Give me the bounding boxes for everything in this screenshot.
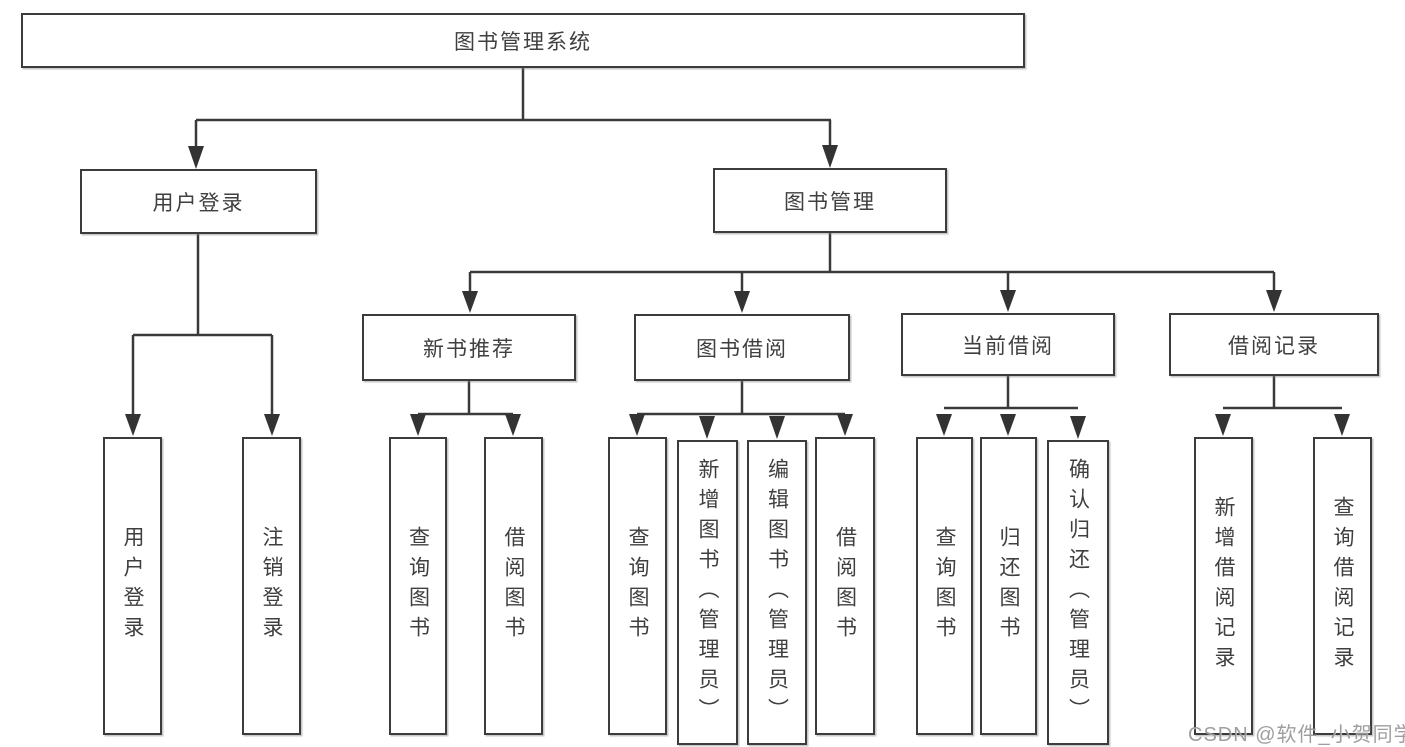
node-root-label: 图书管理系统 bbox=[454, 30, 592, 54]
leaf-query-book: 查询图书 bbox=[608, 437, 667, 735]
node-label: 当前借阅 bbox=[962, 334, 1054, 358]
leaf-borrow-book: 借阅图书 bbox=[484, 437, 543, 735]
node-book-management: 图书管理 bbox=[713, 168, 947, 233]
arrow-head-icon bbox=[837, 414, 853, 436]
arrow-head-group bbox=[125, 145, 1350, 439]
leaf-query-book: 查询图书 bbox=[389, 437, 447, 735]
node-label: 图书管理 bbox=[784, 190, 876, 214]
arrow-head-icon bbox=[264, 414, 280, 436]
leaf-add-book-admin: 新增图书（管理员） bbox=[677, 440, 738, 745]
arrow-head-icon bbox=[1266, 290, 1282, 312]
arrow-head-icon bbox=[734, 291, 750, 313]
arrow-head-icon bbox=[410, 414, 426, 436]
leaf-add-borrow-record: 新增借阅记录 bbox=[1194, 437, 1253, 735]
leaf-label: 注销登录 bbox=[260, 526, 283, 646]
leaf-confirm-return-admin: 确认归还（管理员） bbox=[1047, 440, 1109, 745]
node-label: 借阅记录 bbox=[1228, 334, 1320, 358]
arrow-head-icon bbox=[1000, 290, 1016, 312]
csdn-watermark: CSDN @软件_小贺同学 bbox=[1188, 724, 1405, 746]
node-label: 新书推荐 bbox=[423, 337, 515, 361]
arrow-head-icon bbox=[629, 414, 645, 436]
leaf-return-book: 归还图书 bbox=[980, 437, 1037, 735]
leaf-label: 编辑图书（管理员） bbox=[765, 457, 789, 728]
leaf-label: 查询图书 bbox=[406, 526, 430, 646]
leaf-label: 确认归还（管理员） bbox=[1066, 457, 1090, 728]
arrow-head-icon bbox=[1215, 414, 1231, 436]
leaf-label: 用户登录 bbox=[121, 526, 144, 646]
arrow-head-icon bbox=[188, 146, 204, 169]
leaf-user-login: 用户登录 bbox=[103, 437, 162, 735]
connector-line-group bbox=[131, 68, 1342, 416]
leaf-label: 归还图书 bbox=[997, 526, 1020, 646]
leaf-label: 查询图书 bbox=[626, 526, 649, 646]
arrow-head-icon bbox=[125, 414, 141, 436]
arrow-head-icon bbox=[505, 414, 521, 436]
leaf-query-borrow-record: 查询借阅记录 bbox=[1313, 437, 1372, 735]
node-label: 用户登录 bbox=[152, 191, 245, 215]
arrow-head-icon bbox=[822, 145, 838, 168]
node-root: 图书管理系统 bbox=[21, 13, 1025, 68]
node-current-borrow: 当前借阅 bbox=[901, 313, 1115, 376]
node-new-book-recommend: 新书推荐 bbox=[362, 314, 576, 381]
leaf-edit-book-admin: 编辑图书（管理员） bbox=[747, 440, 807, 745]
arrow-head-icon bbox=[462, 291, 478, 313]
node-label: 图书借阅 bbox=[696, 337, 788, 361]
node-borrow-records: 借阅记录 bbox=[1169, 313, 1379, 376]
node-user-login-group: 用户登录 bbox=[80, 169, 317, 234]
arrow-head-icon bbox=[1334, 414, 1350, 436]
leaf-label: 查询借阅记录 bbox=[1331, 496, 1354, 676]
leaf-label: 借阅图书 bbox=[502, 526, 525, 646]
leaf-label: 新增借阅记录 bbox=[1212, 496, 1235, 676]
arrow-head-icon bbox=[936, 414, 952, 436]
leaf-label: 新增图书（管理员） bbox=[696, 457, 719, 728]
leaf-label: 查询图书 bbox=[933, 526, 956, 646]
arrow-head-icon bbox=[1000, 414, 1016, 436]
leaf-logout: 注销登录 bbox=[242, 437, 301, 735]
leaf-query-book: 查询图书 bbox=[916, 437, 973, 735]
leaf-label: 借阅图书 bbox=[833, 526, 857, 646]
arrow-head-icon bbox=[769, 416, 785, 439]
arrow-head-icon bbox=[1070, 416, 1086, 439]
node-book-borrow: 图书借阅 bbox=[634, 314, 850, 381]
leaf-borrow-book: 借阅图书 bbox=[815, 437, 875, 735]
arrow-head-icon bbox=[699, 416, 715, 439]
